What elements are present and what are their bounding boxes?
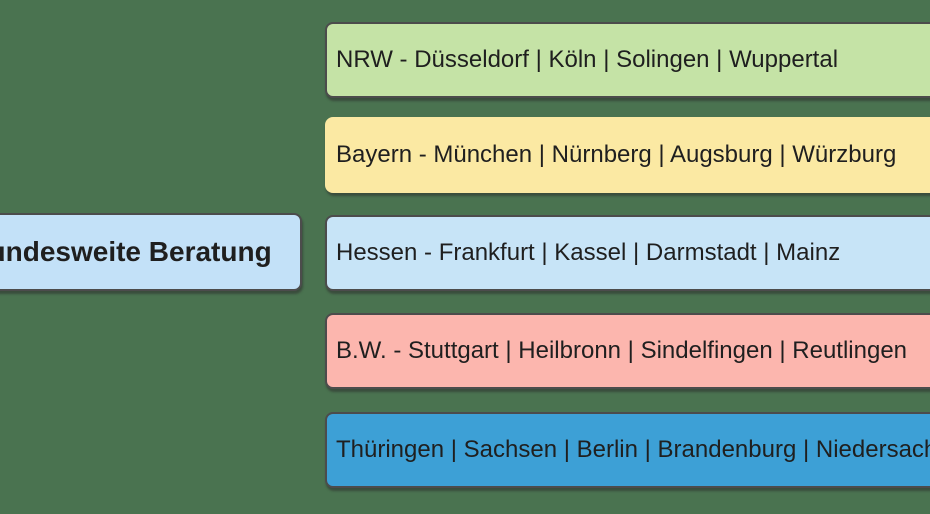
branch-node-nrw[interactable]: NRW - Düsseldorf | Köln | Solingen | Wup… — [325, 22, 930, 98]
branch-node-east[interactable]: Thüringen | Sachsen | Berlin | Brandenbu… — [325, 412, 930, 488]
branch-node-label: Bayern - München | Nürnberg | Augsburg |… — [336, 141, 897, 168]
branch-node-hessen[interactable]: Hessen - Frankfurt | Kassel | Darmstadt … — [325, 215, 930, 291]
branch-node-label: B.W. - Stuttgart | Heilbronn | Sindelfin… — [336, 337, 908, 364]
branch-node-label: Thüringen | Sachsen | Berlin | Brandenbu… — [336, 436, 930, 463]
root-node-label: Bundesweite Beratung — [0, 236, 272, 267]
branch-node-label: Hessen - Frankfurt | Kassel | Darmstadt … — [336, 239, 841, 266]
branch-node-bayern[interactable]: Bayern - München | Nürnberg | Augsburg |… — [325, 117, 930, 193]
branch-node-bw[interactable]: B.W. - Stuttgart | Heilbronn | Sindelfin… — [325, 313, 930, 389]
branch-node-label: NRW - Düsseldorf | Köln | Solingen | Wup… — [336, 46, 839, 73]
root-node-bundesweite-beratung[interactable]: Bundesweite Beratung — [0, 213, 302, 291]
